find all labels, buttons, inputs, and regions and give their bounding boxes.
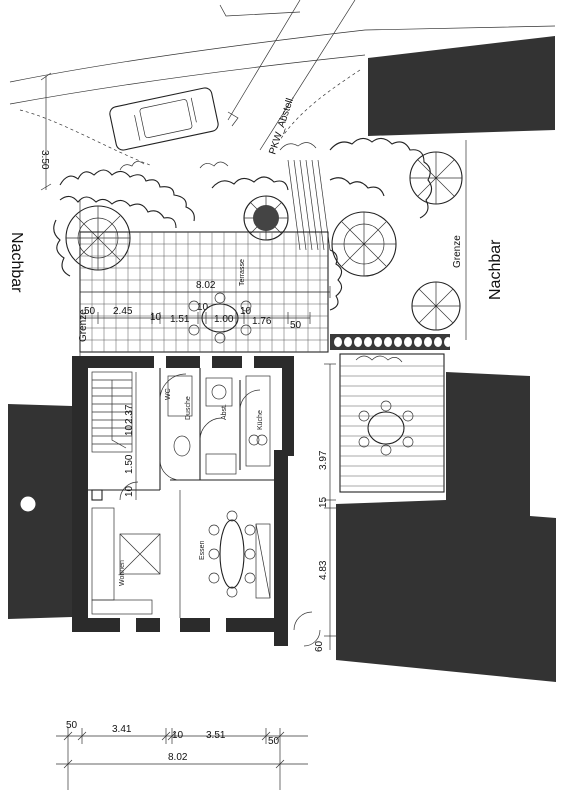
wall-stone bbox=[414, 337, 422, 347]
room-label-dusche: Dusche bbox=[185, 396, 192, 420]
wall-stone bbox=[434, 337, 442, 347]
garden-steps bbox=[287, 159, 331, 251]
bathroom-fixtures bbox=[167, 375, 233, 457]
house-left-dimension-chain: 2.37 10 1.50 10 bbox=[124, 372, 137, 500]
house-stairs bbox=[91, 371, 133, 453]
dim-row-10-a: 10 bbox=[150, 312, 162, 323]
wall-stone bbox=[374, 337, 382, 347]
neighbor-building-top-right bbox=[368, 36, 555, 136]
dim-row-50-left: 50 bbox=[84, 306, 96, 317]
wall-dimension-chain: 50 2.45 10 1.51 10 1.00 10 1.76 50 bbox=[79, 302, 311, 331]
dim-v-397: 3.97 bbox=[318, 450, 329, 470]
garden-stone-wall bbox=[330, 334, 452, 350]
neighbor-right-label: Nachbar bbox=[487, 239, 504, 300]
side-garden-table-set bbox=[358, 400, 414, 456]
street-depth-dimension: 3.50 bbox=[39, 72, 52, 191]
dim-bottom-total: 8.02 bbox=[168, 752, 188, 763]
dim-bottom-50-left: 50 bbox=[66, 720, 78, 731]
boundary-left-label: Grenze bbox=[78, 309, 89, 342]
wall-stone bbox=[404, 337, 412, 347]
dim-v-237: 2.37 bbox=[124, 404, 135, 424]
wall-stone bbox=[384, 337, 392, 347]
wall-stone bbox=[334, 337, 342, 347]
wall-column bbox=[91, 489, 103, 501]
dim-v-483: 4.83 bbox=[318, 560, 329, 580]
dim-row-100: 1.00 bbox=[214, 314, 234, 325]
room-label-essen: Essen bbox=[199, 540, 206, 560]
neighbor-building-right bbox=[336, 372, 556, 682]
bottom-dimension-chain: 50 3.41 10 3.51 50 8.02 bbox=[56, 720, 308, 790]
wall-stone bbox=[364, 337, 372, 347]
neighbor-building-left bbox=[8, 404, 72, 619]
dim-row-10-b: 10 bbox=[197, 302, 209, 313]
tree-4 bbox=[409, 151, 463, 205]
terrace-table-set bbox=[188, 292, 252, 344]
side-garden-shrub bbox=[355, 355, 403, 363]
dim-bottom-10: 10 bbox=[172, 730, 184, 741]
dim-row-151: 1.51 bbox=[170, 314, 190, 325]
room-label-wc: WC bbox=[165, 388, 172, 400]
tree-1 bbox=[65, 205, 131, 271]
dim-row-50-right: 50 bbox=[290, 320, 302, 331]
dim-bottom-50-right: 50 bbox=[268, 736, 280, 747]
dim-bottom-351: 3.51 bbox=[206, 730, 226, 741]
dim-terrace-width: 8.02 bbox=[196, 280, 216, 291]
dim-row-176: 1.76 bbox=[252, 316, 272, 327]
dining-table-set bbox=[208, 510, 271, 599]
room-label-kueche: Küche bbox=[257, 410, 264, 430]
house-outline bbox=[72, 356, 294, 646]
wall-stone bbox=[444, 337, 452, 347]
parked-car bbox=[109, 87, 219, 151]
parking-label: PKW_Abstell. bbox=[267, 94, 296, 156]
tree-2 bbox=[243, 195, 289, 241]
dim-row-10-c: 10 bbox=[240, 306, 252, 317]
tree-5 bbox=[411, 281, 461, 331]
terrace-label: Terrasse bbox=[239, 259, 246, 286]
boundary-right-label: Grenze bbox=[452, 235, 463, 268]
site-contour-lines bbox=[19, 69, 361, 166]
dim-v-10-b: 10 bbox=[124, 485, 135, 497]
hedge-vegetation bbox=[53, 137, 433, 311]
dim-v-150: 1.50 bbox=[124, 454, 135, 474]
dim-v-15: 15 bbox=[318, 496, 329, 508]
dim-street-depth: 3.50 bbox=[39, 150, 50, 170]
house-right-dimension-chain: 3.97 15 4.83 60 bbox=[314, 363, 336, 652]
living-room-furniture bbox=[91, 507, 161, 615]
wall-stone bbox=[354, 337, 362, 347]
terrace-width-dimension: 8.02 bbox=[79, 280, 331, 298]
dim-v-10-a: 10 bbox=[124, 424, 135, 436]
tree-3 bbox=[331, 211, 397, 277]
dim-v-60: 60 bbox=[314, 640, 325, 652]
side-garden-paving bbox=[339, 353, 445, 493]
kitchen-counters bbox=[205, 375, 271, 475]
neighbor-left-label: Nachbar bbox=[8, 232, 25, 293]
wall-stone bbox=[344, 337, 352, 347]
room-label-wohnen: Wohnen bbox=[119, 560, 126, 586]
room-label-abst: Abst. bbox=[221, 404, 228, 420]
street-area bbox=[9, 0, 556, 151]
dim-row-245: 2.45 bbox=[113, 306, 133, 317]
wall-stone bbox=[394, 337, 402, 347]
door-swings bbox=[119, 373, 321, 647]
wall-stone bbox=[424, 337, 432, 347]
dim-bottom-341: 3.41 bbox=[112, 724, 132, 735]
